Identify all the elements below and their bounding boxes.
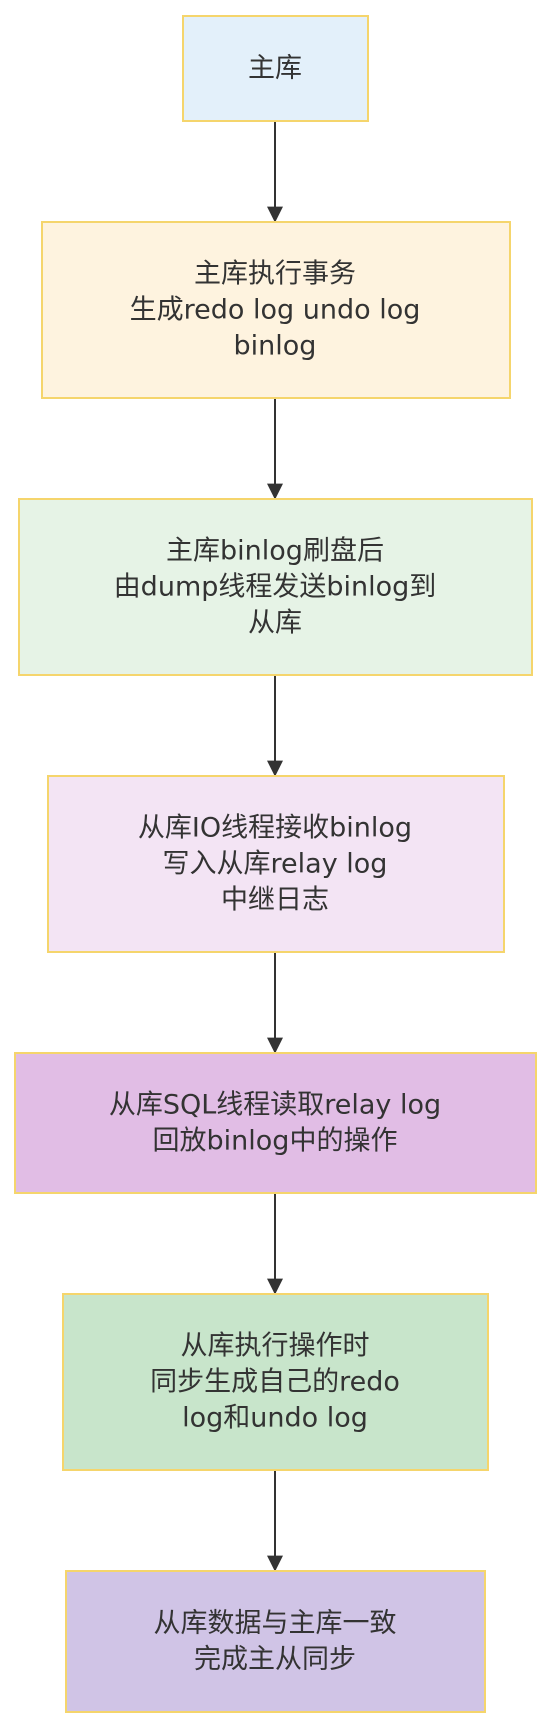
node-label-line: 从库数据与主库一致 [154,1608,397,1639]
node-label-line: 同步生成自己的redo [150,1367,400,1398]
node-box [65,1570,486,1713]
node-label-line: 中继日志 [221,885,329,916]
node-label-line: 由dump线程发送binlog到 [114,572,437,603]
node-label-line: 从库 [248,608,302,639]
node-box [62,1293,489,1471]
node-label-line: 从库执行操作时 [181,1331,370,1362]
node-label-line: 完成主从同步 [194,1644,356,1675]
flow-node-1: 主库 [182,15,369,122]
node-box [182,15,369,122]
node-label-line: binlog [234,331,317,362]
node-label-line: 主库binlog刷盘后 [166,536,384,567]
node-label-line: 写入从库relay log [163,849,388,880]
node-label-line: 主库执行事务 [194,259,356,290]
node-box [18,498,533,676]
node-label-line: log和undo log [182,1403,368,1434]
node-box [14,1052,537,1194]
node-label-line: 主库 [248,53,302,84]
node-label-line: 回放binlog中的操作 [153,1126,398,1157]
flow-node-4: 从库IO线程接收binlog 写入从库relay log 中继日志 [47,775,505,953]
node-label-line: 生成redo log undo log [130,295,421,326]
node-box [41,221,511,399]
node-label-line: 从库IO线程接收binlog [138,813,412,844]
node-box [47,775,505,953]
node-label-line: 从库SQL线程读取relay log [109,1090,441,1121]
flow-node-5: 从库SQL线程读取relay log 回放binlog中的操作 [14,1052,537,1194]
